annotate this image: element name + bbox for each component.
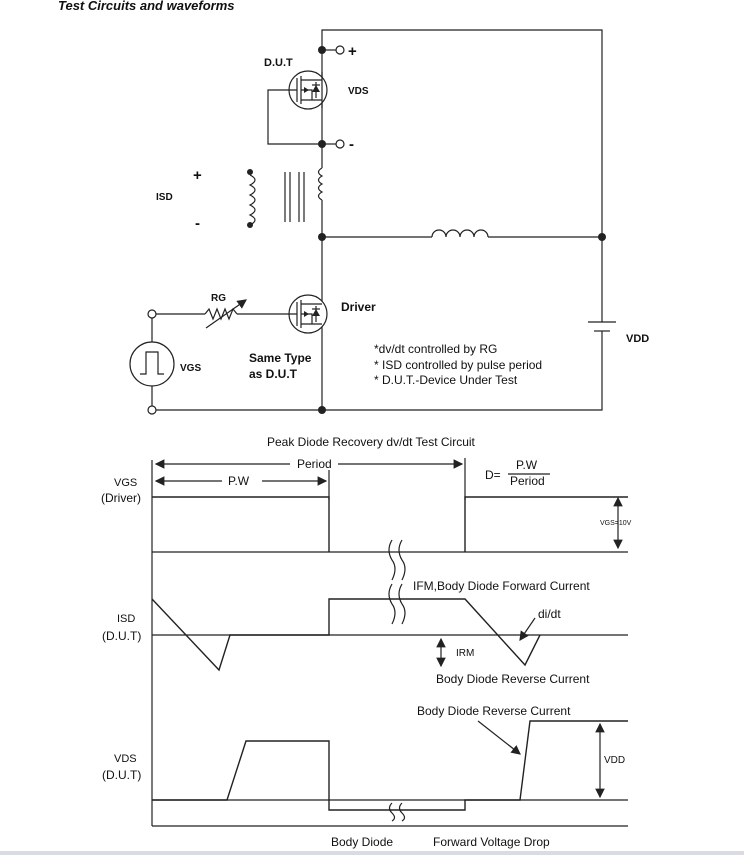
note-isd: * ISD controlled by pulse period — [374, 358, 542, 372]
irm-label: IRM — [456, 648, 474, 659]
vds-wave-label: VDS — [114, 753, 137, 765]
duty-denominator: Period — [510, 474, 545, 488]
page-title: Test Circuits and waveforms — [58, 0, 235, 13]
reverse-current-label-isd: Body Diode Reverse Current — [436, 672, 590, 686]
vgs-source-label: VGS — [180, 363, 201, 374]
waveforms: Period P.W D= P.W Period VGS (Driver) VG… — [101, 457, 632, 849]
period-label: Period — [297, 457, 332, 471]
isd-minus-sign: - — [195, 215, 200, 232]
vdd-wave-label: VDD — [604, 755, 625, 766]
reverse-current-label-vds: Body Diode Reverse Current — [417, 704, 571, 718]
vgs-level-label: VGS=10V — [600, 520, 632, 527]
rg-label: RG — [211, 293, 226, 304]
note-dut: * D.U.T.-Device Under Test — [374, 373, 518, 387]
same-type-label-line2: as D.U.T — [249, 367, 298, 381]
same-type-label-line1: Same Type — [249, 351, 312, 365]
bottom-scroll-bar — [0, 851, 744, 855]
isd-wave-label: ISD — [117, 613, 135, 625]
ifm-label: IFM,Body Diode Forward Current — [413, 579, 590, 593]
pw-label: P.W — [228, 474, 250, 488]
circuit-caption: Peak Diode Recovery dv/dt Test Circuit — [267, 435, 476, 449]
pulse-source-symbol — [129, 341, 175, 387]
note-dvdt: *dv/dt controlled by RG — [374, 342, 497, 356]
forward-voltage-drop-label: Forward Voltage Drop — [433, 835, 550, 849]
duty-prefix: D= — [485, 468, 501, 482]
vds-label: VDS — [348, 86, 369, 97]
vdd-label: VDD — [626, 333, 649, 345]
vds-plus-sign: + — [348, 43, 357, 60]
vds-minus-sign: - — [349, 136, 354, 153]
duty-numerator: P.W — [516, 458, 538, 472]
isd-label: ISD — [156, 192, 173, 203]
vgs-wave-sub: (Driver) — [101, 491, 141, 505]
vgs-wave-label: VGS — [114, 477, 137, 489]
vdd-battery-symbol — [588, 321, 616, 345]
vds-wave-sub: (D.U.T) — [102, 768, 141, 782]
isd-plus-sign: + — [193, 167, 202, 184]
body-diode-label: Body Diode — [331, 835, 393, 849]
driver-label: Driver — [341, 300, 376, 314]
dut-label: D.U.T — [264, 57, 293, 69]
didt-label: di/dt — [538, 607, 561, 621]
circuit: VDD + - D.U.T VDS — [129, 29, 649, 449]
driver-mosfet-symbol — [288, 294, 328, 334]
isd-wave-sub: (D.U.T) — [102, 629, 141, 643]
